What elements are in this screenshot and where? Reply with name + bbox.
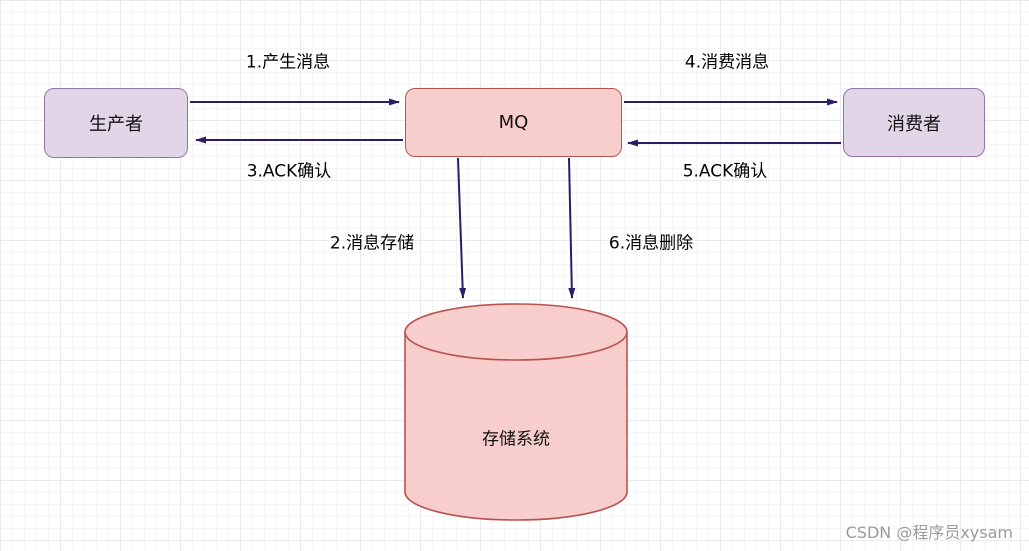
node-mq-label: MQ xyxy=(498,112,529,133)
node-consumer: 消费者 xyxy=(843,88,985,157)
node-producer: 生产者 xyxy=(44,88,188,158)
node-consumer-label: 消费者 xyxy=(887,113,941,135)
edge-label-ack-consumer: 5.ACK确认 xyxy=(682,161,768,182)
edge-store xyxy=(457,157,467,299)
edge-label-produce: 1.产生消息 xyxy=(245,52,331,73)
csdn-watermark: CSDN @程序员xysam xyxy=(845,523,1013,542)
node-storage-label: 存储系统 xyxy=(482,429,550,450)
edge-label-consume: 4.消费消息 xyxy=(684,52,770,73)
edge-label-delete: 6.消息删除 xyxy=(608,233,694,254)
node-mq: MQ xyxy=(405,88,622,157)
storage-cylinder-shape xyxy=(404,303,628,521)
edge-delete xyxy=(568,157,576,299)
edge-label-ack-producer: 3.ACK确认 xyxy=(246,161,332,182)
node-producer-label: 生产者 xyxy=(89,114,143,135)
edge-label-store: 2.消息存储 xyxy=(329,233,415,254)
